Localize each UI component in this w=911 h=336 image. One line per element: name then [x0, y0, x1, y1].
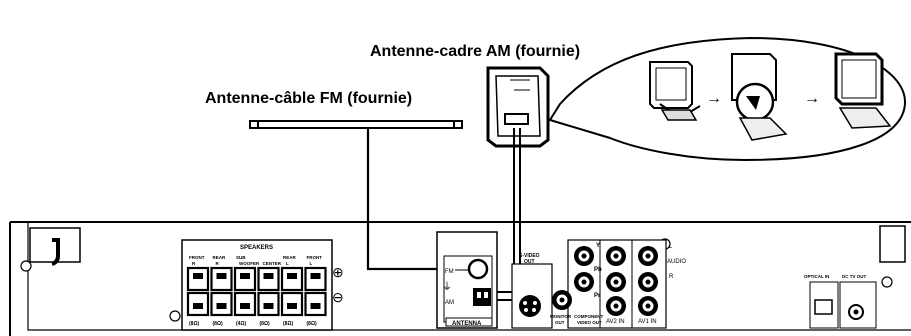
speaker-label-top: REAR	[283, 255, 297, 260]
dc-tv-label: DC TV OUT	[842, 274, 867, 279]
optical-label: OPTICAL IN	[804, 274, 829, 279]
speaker-label-top: FRONT	[307, 255, 323, 260]
fm-wire-caption: Antenne-câble FM (fournie)	[205, 90, 412, 107]
optical-port	[814, 299, 833, 315]
antenna-title: ANTENNA	[452, 321, 482, 327]
av-block: Y Pb Pr MONITOR OUT COMPONENT VIDEO OUT …	[550, 239, 686, 329]
speaker-impedance: (8Ω)	[283, 321, 293, 327]
assembly-step-2	[731, 53, 788, 141]
assembly-inset: → →	[548, 36, 907, 162]
av1-label: AV1 IN	[638, 319, 657, 325]
speaker-terminals: FRONTR(8Ω)REARR(8Ω)SUBWOOFER(4Ω)CENTER(8…	[186, 255, 327, 327]
component-out-label-2: VIDEO OUT	[577, 320, 602, 325]
speaker-label-top: SUB	[236, 255, 246, 260]
am-label: AM	[445, 300, 454, 306]
fm-label: FM	[445, 269, 454, 275]
svideo-block: S-VIDEO OUT	[511, 253, 553, 329]
speaker-label-bottom: L	[310, 261, 313, 266]
optical-dc-block: OPTICAL IN DC TV OUT	[804, 274, 877, 329]
minus-symbol: ⊖	[332, 289, 344, 305]
speaker-impedance: (8Ω)	[189, 321, 199, 327]
audio-r-label: R	[669, 274, 674, 280]
speaker-impedance: (4Ω)	[236, 321, 246, 327]
speaker-label-bottom: R	[216, 261, 220, 266]
antenna-block: FM ⏚ AM ANTENNA	[436, 231, 498, 329]
speaker-label-top: REAR	[213, 255, 227, 260]
speakers-title: SPEAKERS	[240, 245, 273, 251]
speaker-impedance: (8Ω)	[307, 321, 317, 327]
audio-l-label: L	[669, 244, 673, 250]
monitor-out-label-1: MONITOR	[550, 314, 572, 319]
svideo-label-line2: OUT	[524, 259, 535, 265]
svideo-connector	[519, 295, 541, 317]
speaker-label-bottom: L	[286, 261, 289, 266]
am-terminal	[473, 288, 491, 306]
assembly-step-3	[834, 52, 892, 129]
svideo-label-line1: S-VIDEO	[519, 253, 540, 259]
speaker-label-top: FRONT	[189, 255, 205, 260]
ground-symbol: ⏚	[442, 281, 452, 293]
av2-label: AV2 IN	[606, 319, 625, 325]
fm-terminal	[467, 258, 489, 280]
rca-jacks	[552, 246, 658, 316]
speaker-impedance: (8Ω)	[213, 321, 223, 327]
y-label: Y	[596, 243, 600, 249]
rear-panel	[9, 221, 911, 336]
speaker-label-bottom: R	[192, 261, 196, 266]
audio-label: AUDIO	[667, 259, 686, 265]
arrow-icon: →	[804, 90, 820, 107]
speaker-label-bottom: WOOFER	[239, 261, 260, 266]
pr-label: Pr	[594, 293, 601, 299]
assembly-step-1	[649, 61, 701, 121]
am-loop-antenna	[486, 66, 550, 301]
pb-label: Pb	[594, 267, 602, 273]
arrow-icon: →	[706, 90, 722, 107]
am-loop-caption: Antenne-cadre AM (fournie)	[370, 43, 580, 60]
speaker-label-bottom: CENTER	[263, 261, 282, 266]
component-out-label-1: COMPONENT	[574, 314, 604, 319]
plus-symbol: ⊕	[332, 264, 344, 280]
speaker-impedance: (8Ω)	[260, 321, 270, 327]
monitor-out-label-2: OUT	[555, 320, 565, 325]
speakers-block: SPEAKERS FRONTR(8Ω)REARR(8Ω)SUBWOOFER(4Ω…	[181, 239, 344, 331]
